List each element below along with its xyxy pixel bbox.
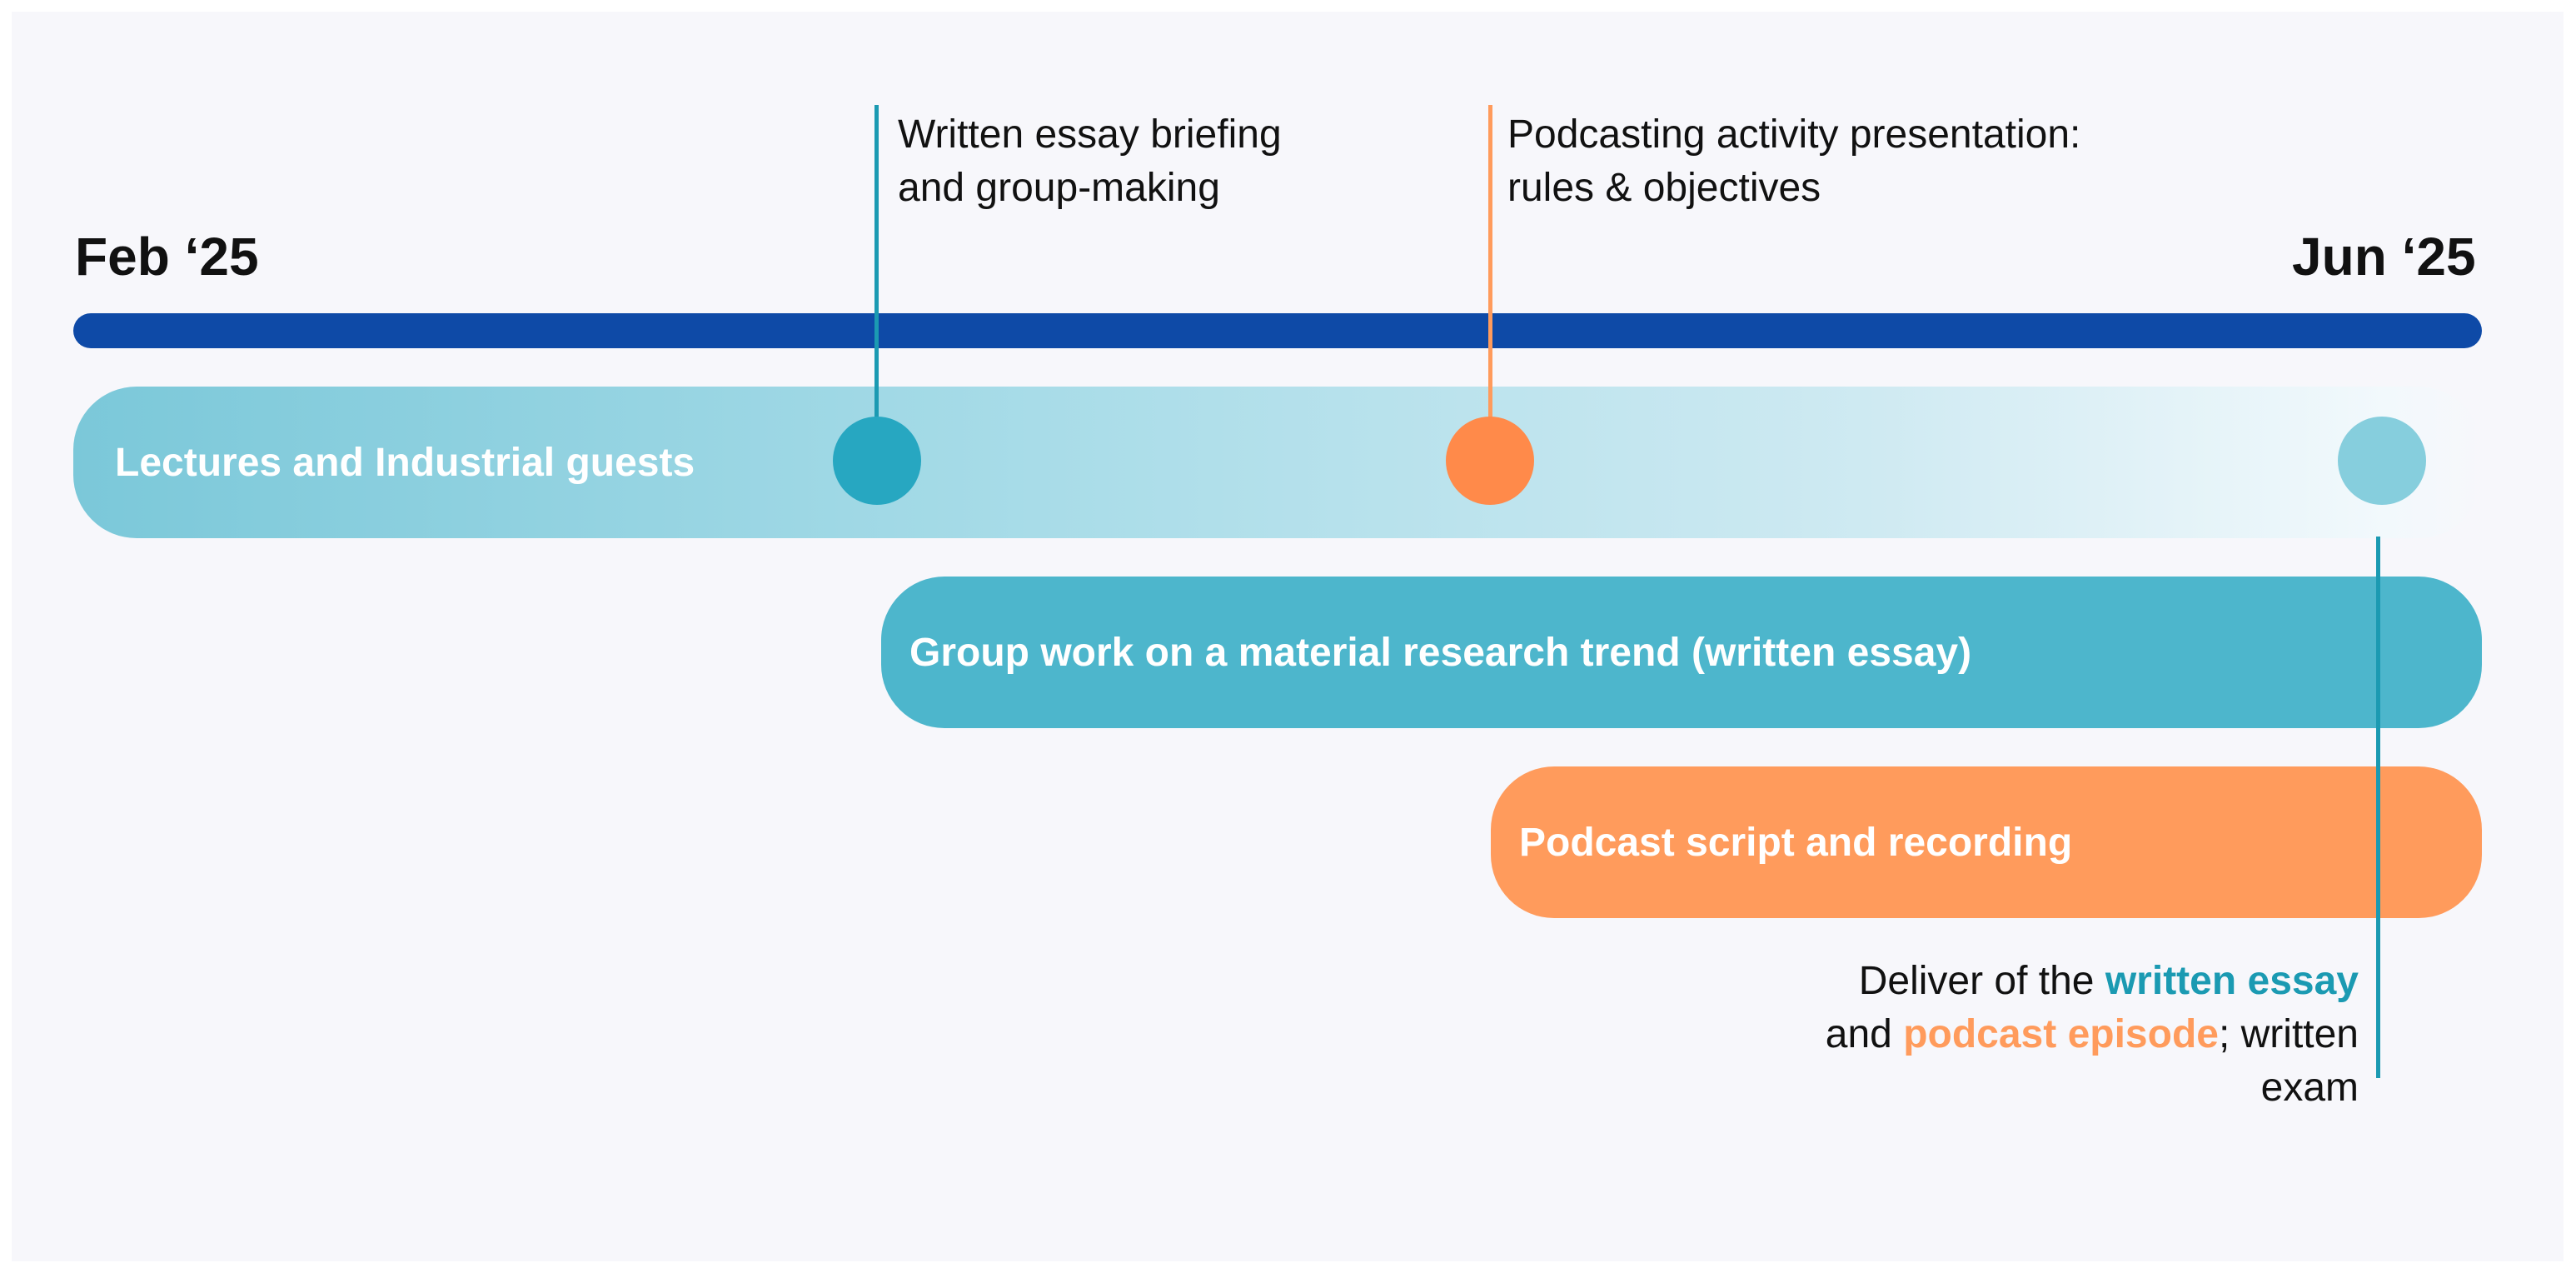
timeline-axis	[73, 313, 2482, 348]
essay-briefing-line2: and group-making	[898, 166, 1220, 210]
bar-group-work: Group work on a material research trend …	[881, 577, 2482, 728]
delivery-line	[2376, 537, 2380, 1078]
delivery-annotation-row2: and podcast episode; written	[1711, 1008, 2359, 1061]
bar-lectures-label: Lectures and Industrial guests	[115, 440, 695, 485]
start-date-label: Feb ‘25	[75, 227, 259, 287]
bar-lectures: Lectures and Industrial guests	[73, 387, 2482, 538]
delivery-annotation: Deliver of the written essay and podcast…	[1711, 955, 2359, 1115]
delivery-text-part3: ; written	[2218, 1012, 2359, 1056]
delivery-text-part2: and	[1825, 1012, 1904, 1056]
end-date-label: Jun ‘25	[2292, 227, 2476, 287]
essay-briefing-line	[874, 105, 879, 455]
essay-briefing-dot	[833, 417, 921, 505]
bar-podcast-label: Podcast script and recording	[1519, 820, 2073, 865]
delivery-highlight-podcast: podcast episode	[1903, 1012, 2219, 1056]
delivery-text-part1: Deliver of the	[1858, 959, 2105, 1003]
podcast-presentation-dot	[1446, 417, 1534, 505]
delivery-highlight-essay: written essay	[2105, 959, 2359, 1003]
essay-briefing-line1: Written essay briefing	[898, 112, 1282, 157]
podcast-presentation-line1: Podcasting activity presentation:	[1507, 112, 2081, 157]
essay-briefing-annotation: Written essay briefing and group-making	[898, 108, 1431, 215]
timeline-canvas: Feb ‘25 Jun ‘25 Lectures and Industrial …	[12, 12, 2564, 1261]
delivery-text-part4: exam	[2260, 1066, 2359, 1110]
bar-podcast: Podcast script and recording	[1491, 766, 2482, 918]
delivery-dot	[2338, 417, 2426, 505]
podcast-presentation-annotation: Podcasting activity presentation: rules …	[1507, 108, 2240, 215]
delivery-annotation-row1: Deliver of the written essay	[1711, 955, 2359, 1008]
podcast-presentation-line2: rules & objectives	[1507, 166, 1821, 210]
bar-group-work-label: Group work on a material research trend …	[909, 630, 1972, 675]
podcast-presentation-line	[1488, 105, 1492, 458]
